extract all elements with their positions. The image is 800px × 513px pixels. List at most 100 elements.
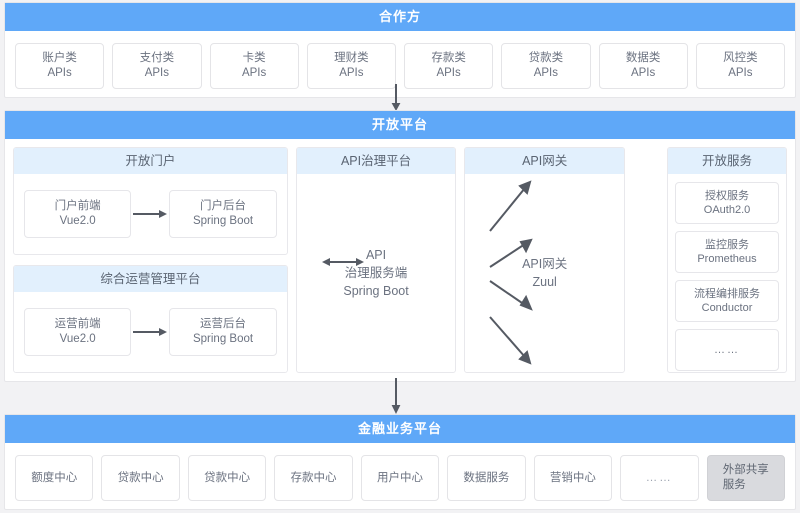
portal-backend-node[interactable]: 门户后台 Spring Boot [169,190,277,238]
api-box-label-cn: 理财类 [334,52,369,64]
api-gateway-title: API网关 [465,148,624,174]
api-governance-title: API治理平台 [296,148,456,174]
api-governance-line1: API [365,248,387,262]
api-box-label-en: APIs [339,67,364,79]
center-box-user[interactable]: 用户中心 [360,455,440,501]
node-label-en: Vue2.0 [59,333,96,345]
service-label-en: Conductor [701,302,753,314]
api-box-account[interactable]: 账户类 APIs [15,43,105,89]
api-gateway-text: API网关 Zuul [522,255,567,291]
center-box-label: 营销中心 [549,471,596,484]
center-box-label: 数据服务 [463,471,510,484]
api-box-label-en: APIs [47,67,72,79]
api-governance-body[interactable]: API 治理服务端 Spring Boot [297,174,456,372]
open-platform-title: 开放平台 [5,111,795,139]
service-label-ellipsis: …… [714,344,740,356]
partners-title: 合作方 [5,3,795,31]
api-box-label-cn: 风控类 [723,52,758,64]
service-box-orchestration[interactable]: 流程编排服务 Conductor [675,280,780,322]
api-box-label-cn: 账户类 [42,52,77,64]
api-governance-line2: 治理服务端 [344,266,408,280]
open-portal-body: 门户前端 Vue2.0 门户后台 Spring Boot [14,174,287,254]
api-box-label-cn: 卡类 [242,52,266,64]
center-box-label: 贷款中心 [204,471,251,484]
api-box-label-cn: 贷款类 [528,52,564,64]
finance-platform-title: 金融业务平台 [5,415,795,443]
api-governance-panel: API治理平台 API 治理服务端 Spring Boot [295,147,457,373]
ops-management-pair: 运营前端 Vue2.0 运营后台 Spring Boot [24,308,277,356]
center-box-loan-2[interactable]: 贷款中心 [187,455,267,501]
open-platform-section: 开放平台 开放门户 门户前端 Vue2.0 [4,110,796,382]
center-box-more[interactable]: …… [620,455,699,501]
ops-management-title: 综合运营管理平台 [14,266,287,292]
api-gateway-line2: Zuul [532,275,557,289]
center-box-label: 贷款中心 [117,471,164,484]
service-label-cn: 流程编排服务 [694,288,760,300]
node-label-en: Vue2.0 [59,215,96,227]
node-label-cn: 运营后台 [200,318,247,330]
api-box-label-en: APIs [630,67,656,79]
open-portal-title: 开放门户 [14,148,287,174]
ops-backend-node[interactable]: 运营后台 Spring Boot [169,308,277,356]
service-label-cn: 监控服务 [705,239,749,251]
node-label-en: Spring Boot [192,215,254,227]
api-box-label-cn: 支付类 [139,52,175,64]
center-box-loan-1[interactable]: 贷款中心 [101,455,180,501]
node-label-cn: 门户后台 [200,200,247,212]
center-box-label: 外部共享服务 [722,464,769,491]
center-box-label: 额度中心 [31,471,78,484]
open-portal-panel: 开放门户 门户前端 Vue2.0 门户 [13,147,288,255]
node-label-en: Spring Boot [192,333,254,345]
api-box-label-en: APIs [144,67,170,79]
service-box-monitoring[interactable]: 监控服务 Prometheus [675,231,780,273]
center-box-external-shared-service[interactable]: 外部共享服务 [706,455,785,501]
service-box-authorization[interactable]: 授权服务 OAuth2.0 [675,182,780,224]
ops-management-panel: 综合运营管理平台 运营前端 Vue2.0 [13,265,288,373]
api-box-deposit[interactable]: 存款类 APIs [404,43,494,89]
center-box-data-service[interactable]: 数据服务 [447,455,526,501]
portal-column: 开放门户 门户前端 Vue2.0 门户 [13,147,288,373]
finance-platform-section: 金融业务平台 额度中心 贷款中心 贷款中心 存款中心 用户中心 数据服务 营销中… [4,414,796,510]
open-services-title: 开放服务 [668,148,787,174]
api-box-label-en: APIs [533,67,559,79]
api-governance-line3: Spring Boot [343,284,409,298]
ops-management-body: 运营前端 Vue2.0 运营后台 Spring Boot [14,292,287,372]
api-box-wealth[interactable]: 理财类 APIs [306,43,396,89]
center-box-marketing[interactable]: 营销中心 [533,455,613,501]
ops-frontend-node[interactable]: 运营前端 Vue2.0 [24,308,132,356]
open-services-panel: 开放服务 授权服务 OAuth2.0 监控服务 Prometheus 流程编排服… [667,147,788,373]
api-gateway-body[interactable]: API网关 Zuul [465,174,624,372]
partner-api-row: 账户类 APIs 支付类 APIs 卡类 APIs 理财类 APIs 存款类 A… [5,31,795,101]
portal-frontend-node[interactable]: 门户前端 Vue2.0 [24,190,132,238]
open-portal-pair: 门户前端 Vue2.0 门户后台 Spring Boot [24,190,277,238]
api-box-payment[interactable]: 支付类 APIs [112,43,202,89]
center-box-label-ellipsis: …… [645,471,673,484]
api-box-label-en: APIs [436,67,461,79]
api-gateway-line1: API网关 [522,257,568,271]
center-box-label: 存款中心 [290,471,337,484]
center-box-credit-limit[interactable]: 额度中心 [15,455,94,501]
api-gateway-panel: API网关 API网关 Zuul [464,147,625,373]
center-box-label: 用户中心 [376,471,423,484]
service-label-cn: 授权服务 [705,190,749,202]
right-arrow-icon [133,210,168,218]
api-box-label-en: APIs [728,67,753,79]
node-label-cn: 门户前端 [54,200,101,212]
center-box-deposit[interactable]: 存款中心 [274,455,353,501]
open-platform-body: 开放门户 门户前端 Vue2.0 门户 [5,139,795,383]
right-arrow-icon [133,328,168,336]
api-box-label-cn: 数据类 [625,52,661,64]
open-services-list: 授权服务 OAuth2.0 监控服务 Prometheus 流程编排服务 Con… [668,174,786,372]
node-label-cn: 运营前端 [54,318,101,330]
api-box-label-en: APIs [241,67,267,79]
api-box-data[interactable]: 数据类 APIs [598,43,688,89]
api-box-riskcontrol[interactable]: 风控类 APIs [695,43,785,89]
api-governance-text: API 治理服务端 Spring Boot [343,246,408,300]
finance-center-row: 额度中心 贷款中心 贷款中心 存款中心 用户中心 数据服务 营销中心 …… [5,443,795,513]
api-box-loan[interactable]: 贷款类 APIs [501,43,591,89]
api-box-card[interactable]: 卡类 APIs [209,43,299,89]
service-label-en: OAuth2.0 [703,204,751,216]
service-box-more[interactable]: …… [675,329,780,371]
service-label-en: Prometheus [697,253,757,265]
